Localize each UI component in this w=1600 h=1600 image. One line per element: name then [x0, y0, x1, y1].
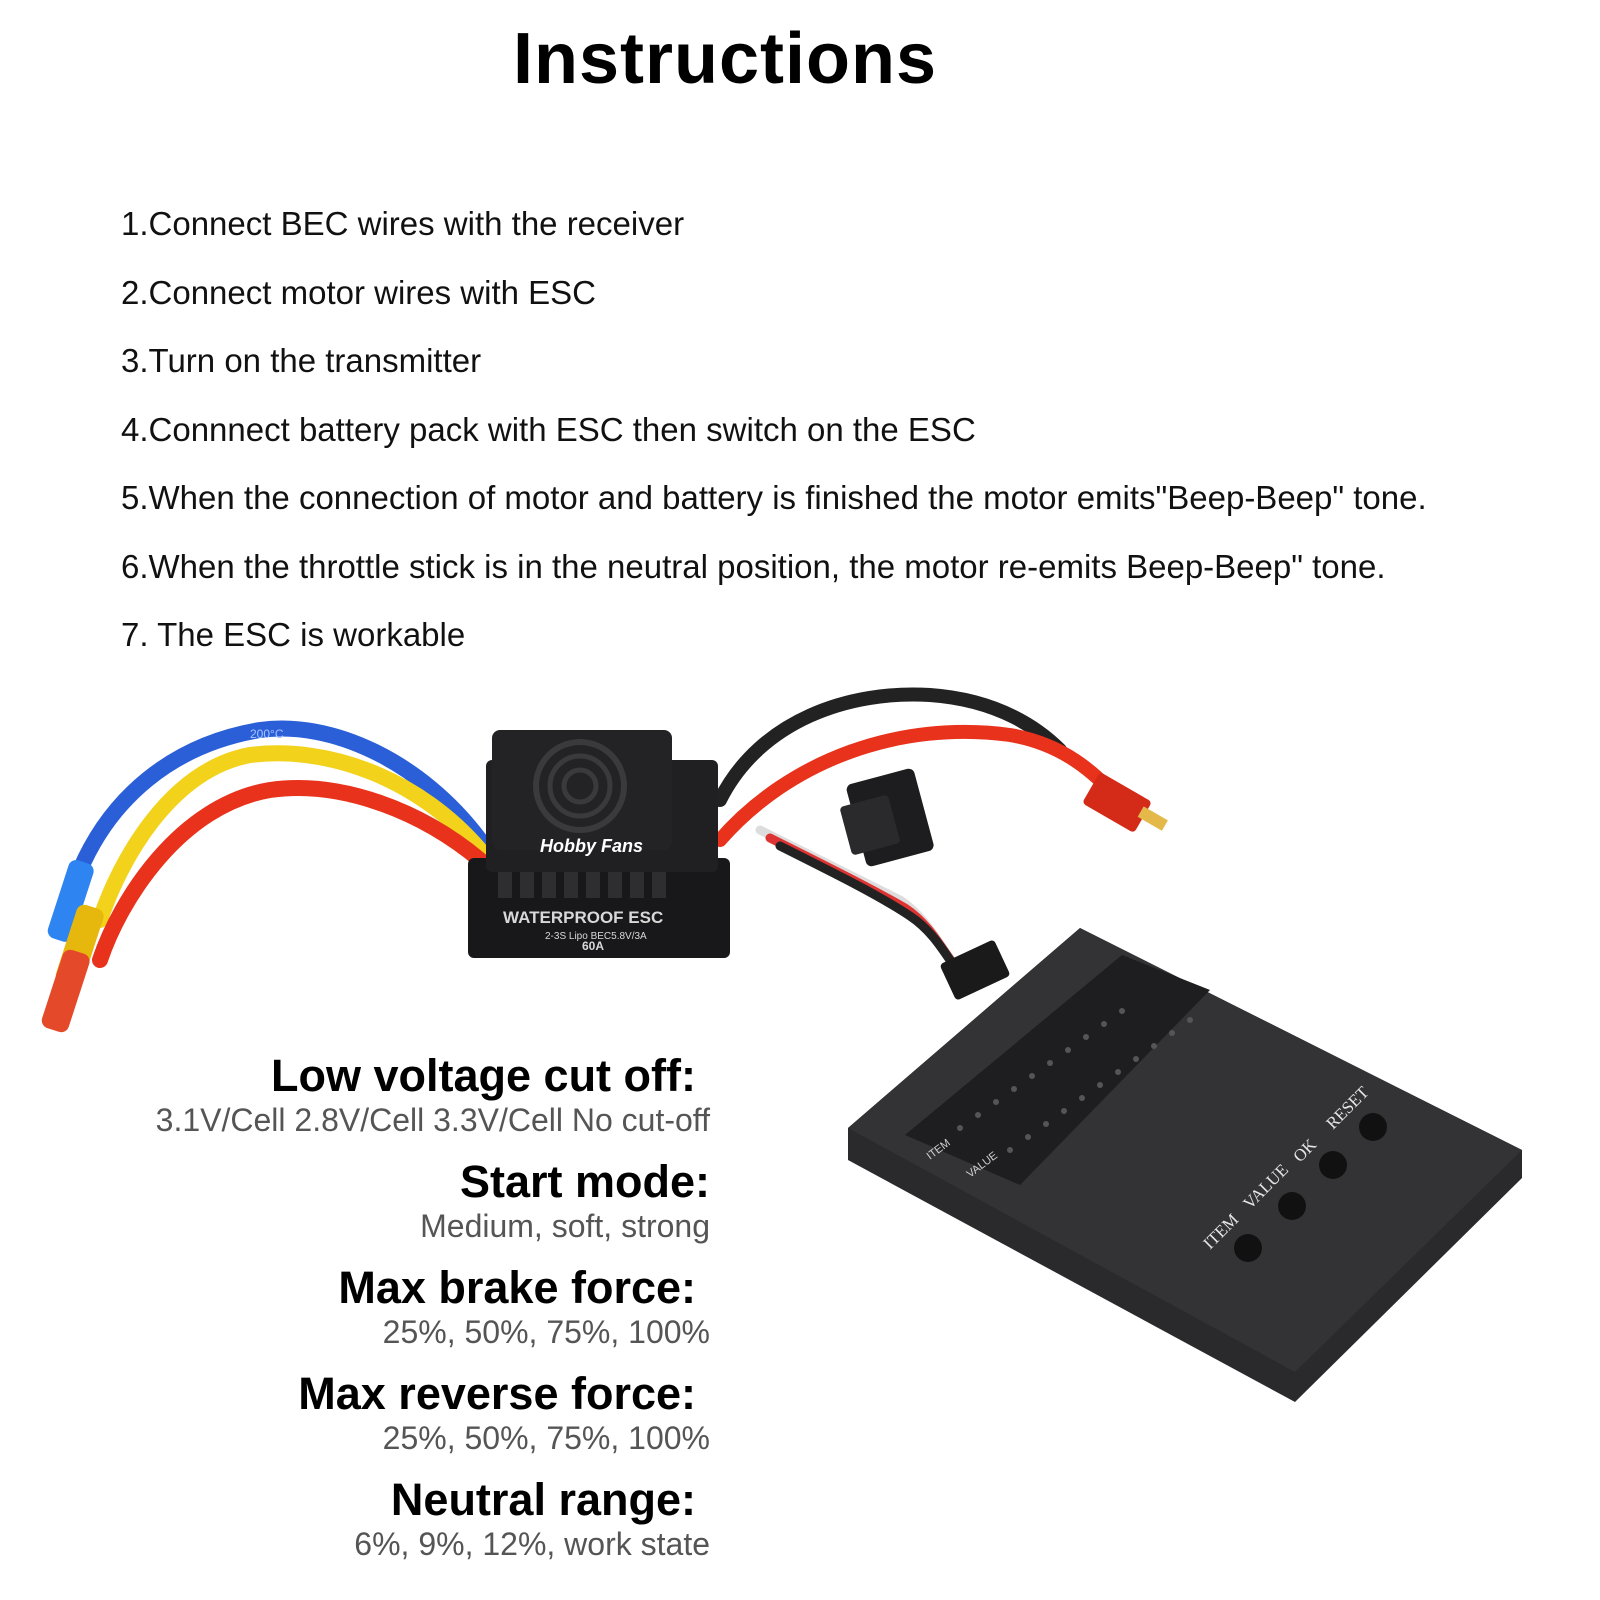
instruction-steps: 1.Connect BEC wires with the receiver 2.…	[121, 200, 1427, 680]
red-battery-wire	[713, 724, 1127, 847]
wire-print: 200°C	[250, 727, 284, 741]
esc-brand: Hobby Fans	[540, 836, 643, 856]
step-4: 4.Connnect battery pack with ESC then sw…	[121, 410, 976, 448]
blue-wire	[72, 720, 488, 878]
spec-list: Low voltage cut off: 3.1V/Cell 2.8V/Cell…	[30, 1052, 710, 1582]
step-6: 6.When the throttle stick is in the neut…	[121, 547, 1386, 585]
spec-low-voltage-cutoff: Low voltage cut off: 3.1V/Cell 2.8V/Cell…	[30, 1052, 710, 1158]
spec-start-mode: Start mode: Medium, soft, strong	[30, 1158, 710, 1264]
spec-values: Medium, soft, strong	[420, 1208, 710, 1244]
esc-fan-housing	[492, 730, 672, 850]
bullet-connectors	[41, 860, 104, 1033]
t-plug-connector	[1083, 773, 1168, 832]
motor-wires: 200°C	[72, 720, 488, 968]
spec-values: 6%, 9%, 12%, work state	[354, 1526, 710, 1562]
spec-values: 25%, 50%, 75%, 100%	[382, 1420, 710, 1456]
switch-module	[840, 768, 934, 867]
page-title: Instructions	[512, 19, 938, 99]
led-dots	[957, 1008, 1193, 1153]
esc-and-program-card-drawing: 200°C	[41, 687, 1522, 1402]
ok-button-icon	[1319, 1151, 1347, 1179]
card-plug	[940, 940, 1010, 1000]
reset-button-icon	[1359, 1113, 1387, 1141]
blue-sleeve	[47, 860, 94, 942]
step-2: 2.Connect motor wires with ESC	[121, 273, 597, 311]
spec-label: Max reverse force:	[298, 1368, 696, 1419]
spec-values: 25%, 50%, 75%, 100%	[382, 1314, 710, 1350]
spec-neutral-range: Neutral range: 6%, 9%, 12%, work state	[30, 1476, 710, 1582]
esc-model: WATERPROOF ESC	[503, 908, 663, 927]
step-3: 3.Turn on the transmitter	[121, 342, 482, 379]
spec-max-reverse-force: Max reverse force: 25%, 50%, 75%, 100%	[30, 1370, 710, 1476]
step-1: 1.Connect BEC wires with the receiver	[121, 205, 685, 242]
step-7: 7. The ESC is workable	[121, 616, 466, 653]
red-wire	[92, 780, 488, 968]
spec-label: Max brake force:	[338, 1262, 696, 1313]
program-card: ITEM VALUE ITEM VALUE	[848, 928, 1522, 1402]
black-battery-wire	[713, 687, 1067, 807]
red-sleeve	[41, 949, 90, 1033]
step-5: 5.When the connection of motor and batte…	[121, 479, 1427, 516]
esc-current: 60A	[582, 939, 604, 953]
spec-label: Neutral range:	[390, 1474, 696, 1525]
heatsink-fins	[498, 872, 666, 898]
battery-wires	[713, 687, 1168, 847]
led-window	[905, 955, 1210, 1185]
spec-label: Start mode:	[459, 1156, 710, 1207]
product-illustration: 200°C	[0, 660, 1600, 1600]
fan-icon	[533, 739, 627, 833]
spec-max-brake-force: Max brake force: 25%, 50%, 75%, 100%	[30, 1264, 710, 1370]
item-button-icon	[1234, 1234, 1262, 1262]
esc-spec: 2-3S Lipo BEC5.8V/3A	[545, 931, 647, 942]
value-button-icon	[1278, 1192, 1306, 1220]
esc-unit: Hobby Fans WATERPROOF ESC 2-3S Lipo BEC5…	[468, 730, 730, 958]
spec-label: Low voltage cut off:	[271, 1050, 696, 1101]
yellow-wire	[92, 745, 488, 928]
spec-values: 3.1V/Cell 2.8V/Cell 3.3V/Cell No cut-off	[155, 1102, 710, 1138]
